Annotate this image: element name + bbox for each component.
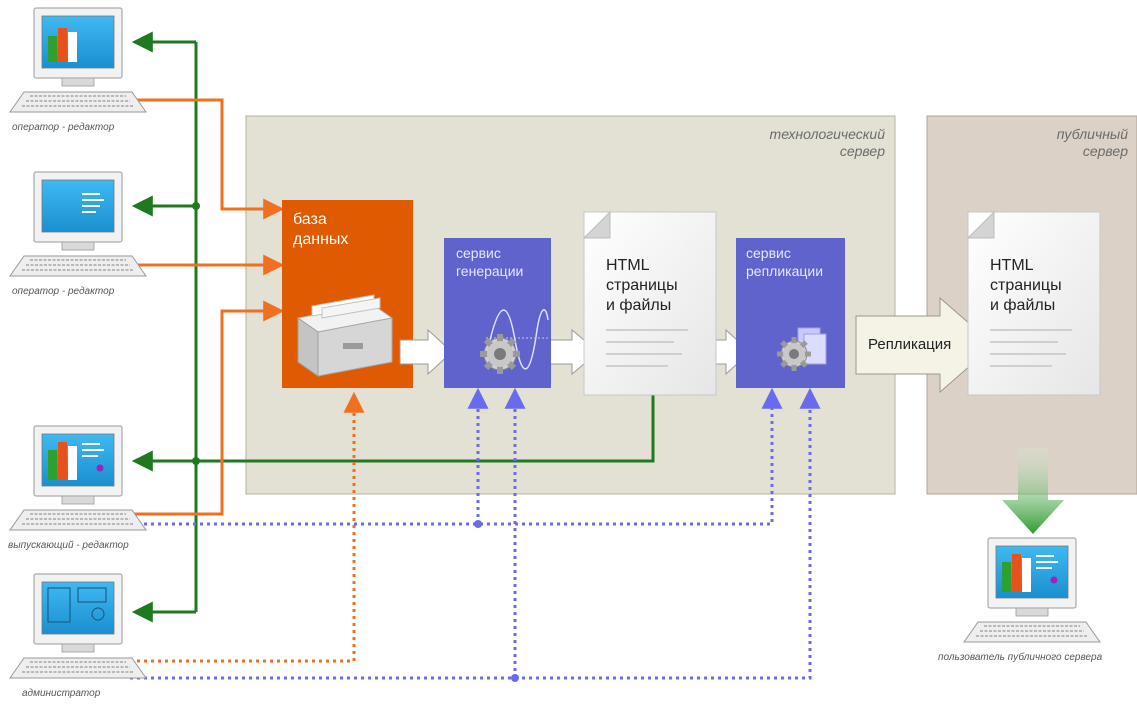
bar-chart-icon: [48, 28, 77, 62]
caption-publisher: выпускающий - редактор: [8, 540, 129, 551]
replication-arrow: [855, 296, 995, 394]
html-doc-tech-line2: страницы: [606, 277, 678, 294]
generation-label-line2: генерации: [456, 263, 524, 279]
orange-connections: [130, 98, 365, 663]
database-label-line2: данных: [293, 231, 349, 248]
blue-junction: [511, 674, 519, 682]
html-doc-tech-line1: HTML: [606, 257, 650, 274]
caption-admin: администратор: [22, 688, 101, 699]
html-document-tech: [582, 210, 717, 396]
blue-junction: [474, 520, 482, 528]
waveform-icon: [489, 309, 549, 370]
html-doc-public-line2: страницы: [990, 277, 1062, 294]
html-doc-public-line1: HTML: [990, 257, 1034, 274]
gear-icon: [480, 334, 520, 374]
gear-icon: [777, 337, 811, 371]
caption-operator-1: оператор - редактор: [12, 122, 115, 133]
chart-and-text-icon: [1002, 554, 1058, 592]
computer-admin: [9, 573, 147, 679]
chart-and-text-icon: [48, 442, 104, 480]
database-box: [282, 200, 413, 388]
generation-label-line1: сервис: [456, 245, 501, 261]
replication-service-label-line2: репликации: [746, 263, 824, 279]
html-doc-tech-line3: и файлы: [606, 297, 672, 314]
html-doc-public-label: HTML страницы и файлы: [990, 256, 1062, 316]
computer-operator-2: [9, 171, 147, 277]
green-junction: [192, 457, 200, 465]
replication-service-label: сервис репликации: [746, 244, 823, 280]
public-server-title: публичный сервер: [960, 126, 1128, 160]
html-doc-public-line3: и файлы: [990, 297, 1056, 314]
green-connections: [131, 31, 655, 623]
layout-icon: [47, 587, 107, 623]
flow-arrow-db-to-generation: [399, 328, 453, 376]
tech-server-title-line2: сервер: [839, 143, 885, 159]
html-doc-tech-label: HTML страницы и файлы: [606, 256, 678, 316]
computer-public-user: [963, 537, 1101, 643]
database-label-line1: база: [293, 211, 327, 228]
tech-server-title: технологический сервер: [690, 126, 885, 160]
green-junction: [192, 202, 200, 210]
html-document-public: [966, 210, 1101, 396]
database-label: база данных: [293, 210, 348, 250]
caption-public-user: пользователь публичного сервера: [938, 652, 1103, 663]
caption-operator-2: оператор - редактор: [12, 286, 115, 297]
public-server-title-line2: сервер: [1082, 143, 1128, 159]
public-server-title-line1: публичный: [1056, 126, 1128, 142]
generation-label: сервис генерации: [456, 244, 523, 280]
replication-service-label-line1: сервис: [746, 245, 791, 261]
blue-dotted-connections: [130, 387, 821, 680]
text-lines-icon: [82, 193, 104, 213]
replication-arrow-label: Репликация: [868, 336, 952, 353]
computer-operator-1: [9, 7, 147, 113]
replication-service-box: [736, 238, 845, 388]
download-arrow: [1002, 448, 1064, 534]
tech-server-title-line1: технологический: [769, 126, 885, 142]
computer-publisher: [9, 425, 147, 531]
file-cabinet-icon: [296, 294, 394, 377]
